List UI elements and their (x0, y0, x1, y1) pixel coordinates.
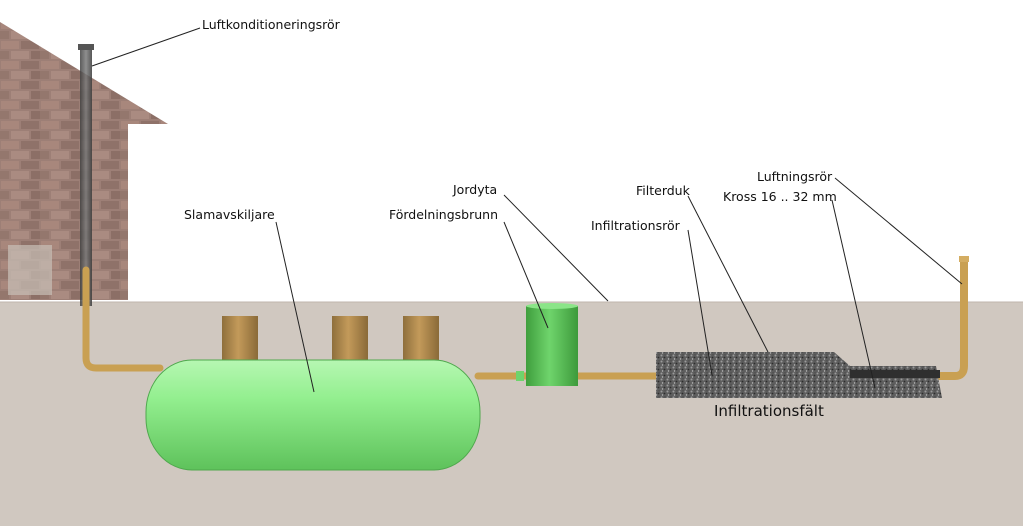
label-infiltration-field: Infiltrationsfält (714, 402, 824, 420)
label-sludge-separator: Slamavskiljare (184, 207, 275, 222)
pipe-joint (516, 371, 524, 381)
label-vent-pipe: Luftningsrör (757, 169, 833, 184)
label-distribution-well: Fördelningsbrunn (389, 207, 499, 222)
tank-riser (222, 316, 258, 368)
label-filter-cloth: Filterduk (636, 183, 690, 198)
vent-pipe (932, 258, 968, 380)
vent-pipe-cap (959, 256, 969, 262)
tank-riser (332, 316, 368, 366)
inlet-pipe (82, 266, 164, 372)
air-pipe (80, 48, 92, 306)
sludge-separator-tank (145, 359, 481, 471)
label-gravel: Kross 16 .. 32 mm (723, 189, 837, 204)
air-pipe-cap (78, 44, 94, 50)
infiltration-pipe (850, 370, 940, 378)
pipes (82, 258, 968, 380)
label-infiltration-pipe: Infiltrationsrör (591, 218, 680, 233)
leader-lines (91, 27, 963, 393)
infiltration-field-gravel (656, 352, 942, 398)
tank-riser (403, 316, 439, 366)
label-ground-surface: Jordyta (453, 182, 498, 197)
distribution-well (526, 303, 578, 386)
label-air-pipe: Luftkonditioneringsrör (202, 17, 340, 32)
